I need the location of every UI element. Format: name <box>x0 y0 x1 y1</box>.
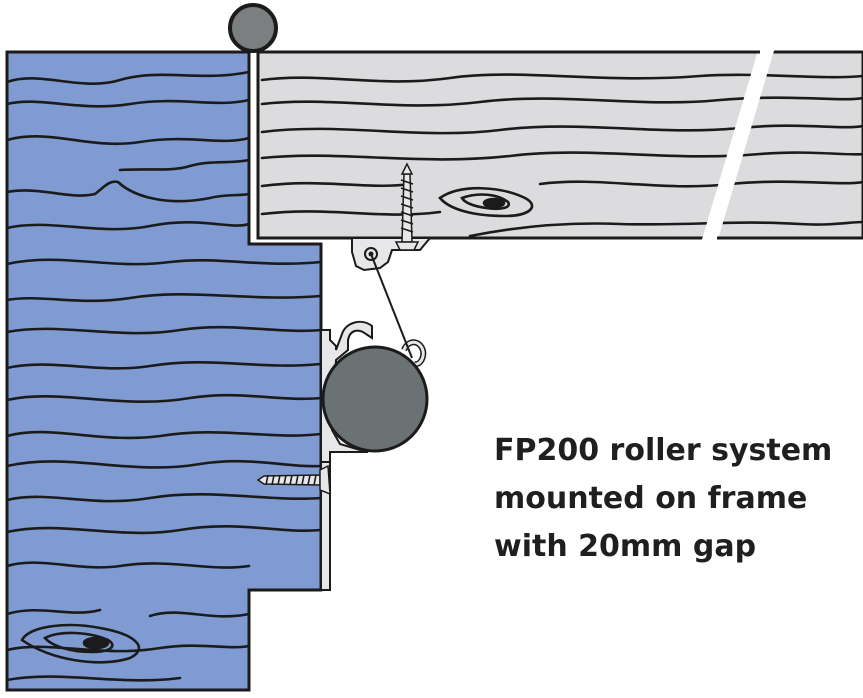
caption-line-2: mounted on frame <box>494 481 807 516</box>
door-leaf <box>256 42 863 248</box>
caption-line-3: with 20mm gap <box>494 529 756 564</box>
door-knot <box>438 186 534 218</box>
roller-icon <box>321 345 429 453</box>
caption-line-1: FP200 roller system <box>494 433 832 468</box>
frame-knot <box>20 623 141 664</box>
door-grain <box>260 73 863 238</box>
door-frame <box>5 50 323 692</box>
roller-housing <box>320 320 427 591</box>
frame-grain <box>5 70 323 682</box>
hinge-icon <box>228 3 278 53</box>
door-break-mark <box>700 42 776 248</box>
frame-screw <box>256 464 331 496</box>
screw-icon <box>394 162 420 251</box>
caption: FP200 roller system mounted on frame wit… <box>494 433 832 564</box>
roller-cable <box>370 253 413 359</box>
